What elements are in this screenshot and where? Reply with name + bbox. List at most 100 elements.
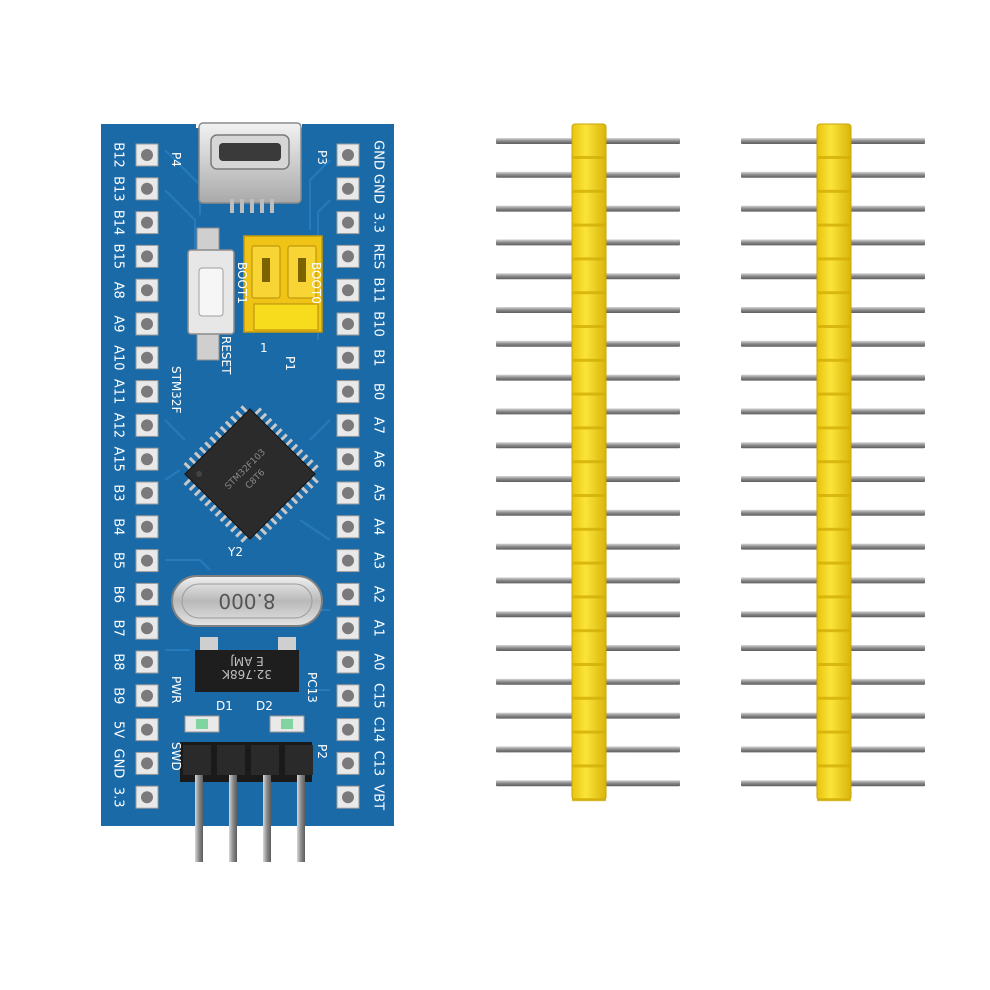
silk-y2: Y2 [227, 545, 243, 559]
silk-p1: P1 [283, 356, 297, 371]
rtc-crystal-marking-1: 32.768K [221, 667, 272, 681]
left-pin-pad [135, 211, 159, 235]
right-pin-label: B1 [371, 349, 386, 366]
left-pin-label: B8 [111, 653, 126, 670]
right-pin-label: A0 [371, 653, 386, 670]
right-pin-label: C15 [371, 683, 386, 709]
left-pin-pad [135, 312, 159, 336]
left-pin-label: B6 [111, 586, 126, 603]
left-pin-pad [135, 380, 159, 404]
right-pin-label: C13 [371, 751, 386, 777]
right-pin-label: A2 [371, 586, 386, 603]
right-pin-pad [336, 582, 360, 606]
swd-header [180, 742, 313, 862]
left-pin-column [135, 143, 159, 809]
right-pin-pad [336, 684, 360, 708]
power-led [184, 715, 220, 733]
right-pin-label: B10 [371, 311, 386, 336]
left-pin-label: B3 [111, 484, 126, 501]
right-pin-label: A4 [371, 518, 386, 535]
rtc-crystal-marking-2: E AMJ [230, 654, 264, 668]
right-pin-pad [336, 616, 360, 640]
left-pin-pad [135, 582, 159, 606]
silk-pc13: PC13 [305, 672, 319, 703]
boot-jumpers [243, 235, 323, 333]
left-pin-label: B13 [111, 176, 126, 201]
left-pin-pad [135, 616, 159, 640]
left-pin-label: B7 [111, 620, 126, 637]
silk-d1: D1 [216, 699, 233, 713]
left-pin-pad [135, 177, 159, 201]
left-pin-label: B9 [111, 687, 126, 704]
right-pin-pad [336, 380, 360, 404]
left-pin-label: 5V [111, 721, 126, 738]
left-pin-pad [135, 244, 159, 268]
pin-header-strip-1 [496, 123, 680, 802]
blue-pill-board: B12B13B14B15A8A9A10A11A12A15B3B4B5B6B7B8… [101, 122, 394, 862]
right-pin-label: A3 [371, 552, 386, 569]
left-pin-label: B14 [111, 210, 126, 235]
mcu-chip: STM32F103 C8T6 [183, 405, 319, 543]
right-pin-label: GND [371, 140, 386, 170]
left-pin-label: A8 [111, 282, 126, 299]
right-pin-pad [336, 312, 360, 336]
silk-stm32: STM32F [169, 366, 183, 414]
pc13-led [269, 715, 305, 733]
micro-usb-connector [198, 122, 302, 213]
right-pin-pad [336, 785, 360, 809]
right-pin-pad [336, 751, 360, 775]
left-pin-pad [135, 278, 159, 302]
right-pin-labels: GNDGND3.3RESB11B10B1B0A7A6A5A4A3A2A1A0C1… [371, 140, 386, 810]
left-pin-label: 3.3 [111, 787, 126, 808]
silk-boot0: BOOT0 [309, 262, 323, 304]
left-pin-pad [135, 549, 159, 573]
right-pin-label: A5 [371, 484, 386, 501]
right-pin-pad [336, 143, 360, 167]
right-pin-label: 3.3 [371, 212, 386, 233]
left-pin-pad [135, 413, 159, 437]
silk-swd: SWD [169, 742, 183, 771]
left-pin-pad [135, 785, 159, 809]
right-pin-pad [336, 278, 360, 302]
right-pin-pad [336, 650, 360, 674]
right-pin-label: C14 [371, 717, 386, 743]
silk-boot1: BOOT1 [235, 262, 249, 304]
left-pin-label: B15 [111, 244, 126, 269]
right-pin-pad [336, 413, 360, 437]
silk-one: 1 [260, 341, 268, 355]
right-pin-label: GND [371, 174, 386, 204]
left-pin-pad [135, 447, 159, 471]
left-pin-label: A15 [111, 446, 126, 471]
left-pin-pad [135, 346, 159, 370]
right-pin-label: A1 [371, 620, 386, 637]
right-pin-label: A7 [371, 417, 386, 434]
left-pin-pad [135, 751, 159, 775]
rtc-crystal: 32.768K E AMJ [195, 637, 299, 692]
right-pin-pad [336, 177, 360, 201]
silk-pwr: PWR [169, 676, 183, 703]
silk-p2: P2 [315, 744, 329, 759]
left-pin-labels: B12B13B14B15A8A9A10A11A12A15B3B4B5B6B7B8… [111, 142, 126, 807]
left-pin-label: A10 [111, 345, 126, 370]
right-pin-pad [336, 447, 360, 471]
left-pin-label: B4 [111, 518, 126, 535]
left-pin-label: B5 [111, 552, 126, 569]
crystal-marking: 8.000 [218, 589, 275, 613]
right-pin-pad [336, 481, 360, 505]
right-pin-column [336, 143, 360, 809]
left-pin-label: A9 [111, 315, 126, 332]
left-pin-pad [135, 515, 159, 539]
right-pin-pad [336, 718, 360, 742]
silk-d2: D2 [256, 699, 273, 713]
right-pin-pad [336, 244, 360, 268]
pin-header-strip-2 [741, 123, 925, 802]
left-pin-label: GND [111, 748, 126, 778]
right-pin-label: RES [371, 244, 386, 270]
right-pin-pad [336, 515, 360, 539]
right-pin-pad [336, 346, 360, 370]
silk-reset: RESET [219, 336, 233, 375]
left-pin-label: A12 [111, 413, 126, 438]
right-pin-label: B11 [371, 277, 386, 302]
right-pin-label: B0 [371, 383, 386, 400]
